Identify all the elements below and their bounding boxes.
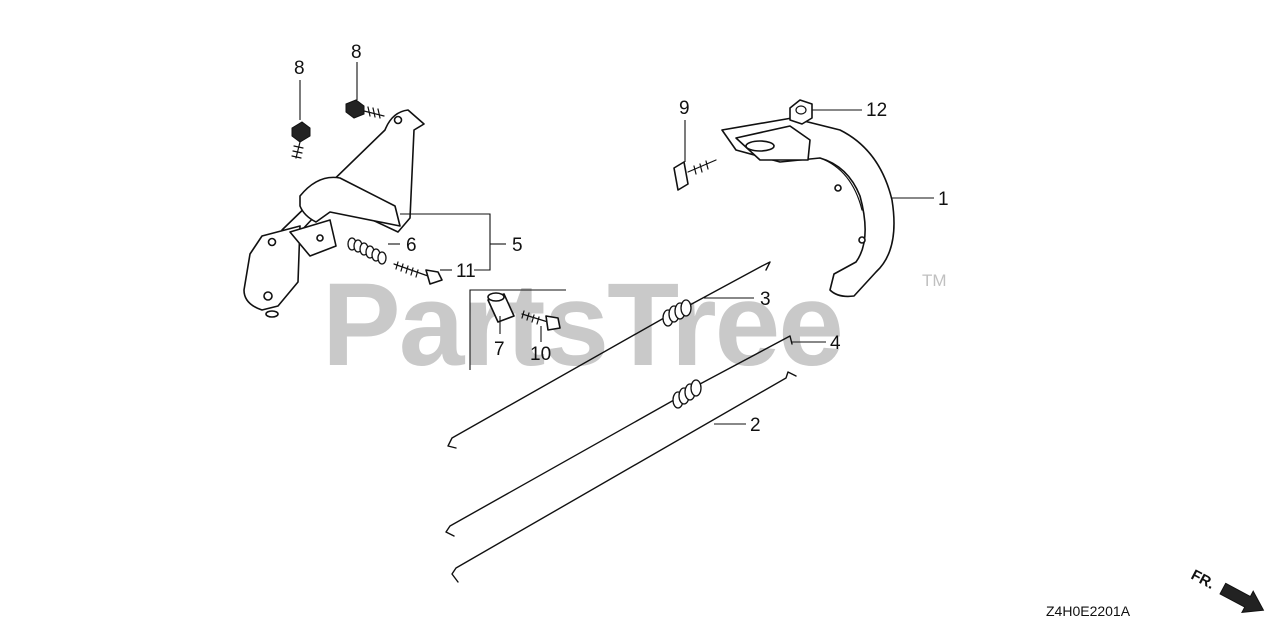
callout-1: 1 [938, 189, 949, 210]
control-lever-assembly [721, 117, 895, 298]
watermark: PartsTree TM [322, 259, 947, 391]
callout-7: 7 [494, 339, 505, 360]
watermark-brand: PartsTree [322, 259, 842, 391]
lever-slot [745, 140, 775, 152]
callout-8-left: 8 [294, 58, 305, 79]
callout-3: 3 [760, 289, 771, 310]
callout-6: 6 [406, 235, 417, 256]
callout-9: 9 [679, 98, 690, 119]
bolt-9 [673, 159, 717, 191]
callout-4: 4 [830, 333, 841, 354]
tab-hole [316, 234, 324, 242]
lever-slot-plate [735, 125, 811, 161]
group-bracket-line [469, 289, 566, 370]
bolt-8-left [291, 121, 311, 159]
leader-lines [299, 62, 934, 425]
spring-6 [347, 237, 387, 265]
lever-hole-a [834, 184, 842, 192]
rod-4 [445, 335, 793, 537]
spacer-7-top [487, 292, 505, 302]
callout-2: 2 [750, 415, 761, 436]
callout-5: 5 [512, 235, 523, 256]
callout-8-right: 8 [351, 42, 362, 63]
governor-arm-assembly [243, 109, 425, 318]
lever-arm [299, 176, 401, 227]
lever-tab [289, 219, 337, 257]
front-direction-arrow: FR. [1188, 567, 1265, 613]
rod-3 [447, 261, 771, 449]
front-label: FR. [1188, 567, 1217, 593]
watermark-trademark: TM [922, 271, 947, 290]
bracket-flange [243, 225, 301, 311]
front-arrow-icon [1219, 582, 1265, 613]
nut-12 [789, 99, 813, 125]
plate-hole [393, 115, 403, 125]
callout-12: 12 [866, 100, 887, 121]
spacer-group [469, 289, 566, 370]
callouts: 8 8 6 5 11 7 10 9 12 1 3 4 2 [294, 42, 949, 436]
callout-10: 10 [530, 344, 551, 365]
callout-11: 11 [456, 261, 476, 282]
lever-hole-b [858, 236, 866, 244]
rod-2 [451, 371, 797, 583]
flange-foot [265, 310, 279, 318]
bolt-8-right [345, 99, 385, 119]
flange-hole [263, 291, 273, 301]
control-lever [721, 117, 895, 298]
screw-11 [393, 261, 443, 285]
screw-10 [521, 310, 561, 331]
pivot-hole [267, 237, 277, 247]
diagram-code: Z4H0E2201A [1046, 603, 1131, 619]
